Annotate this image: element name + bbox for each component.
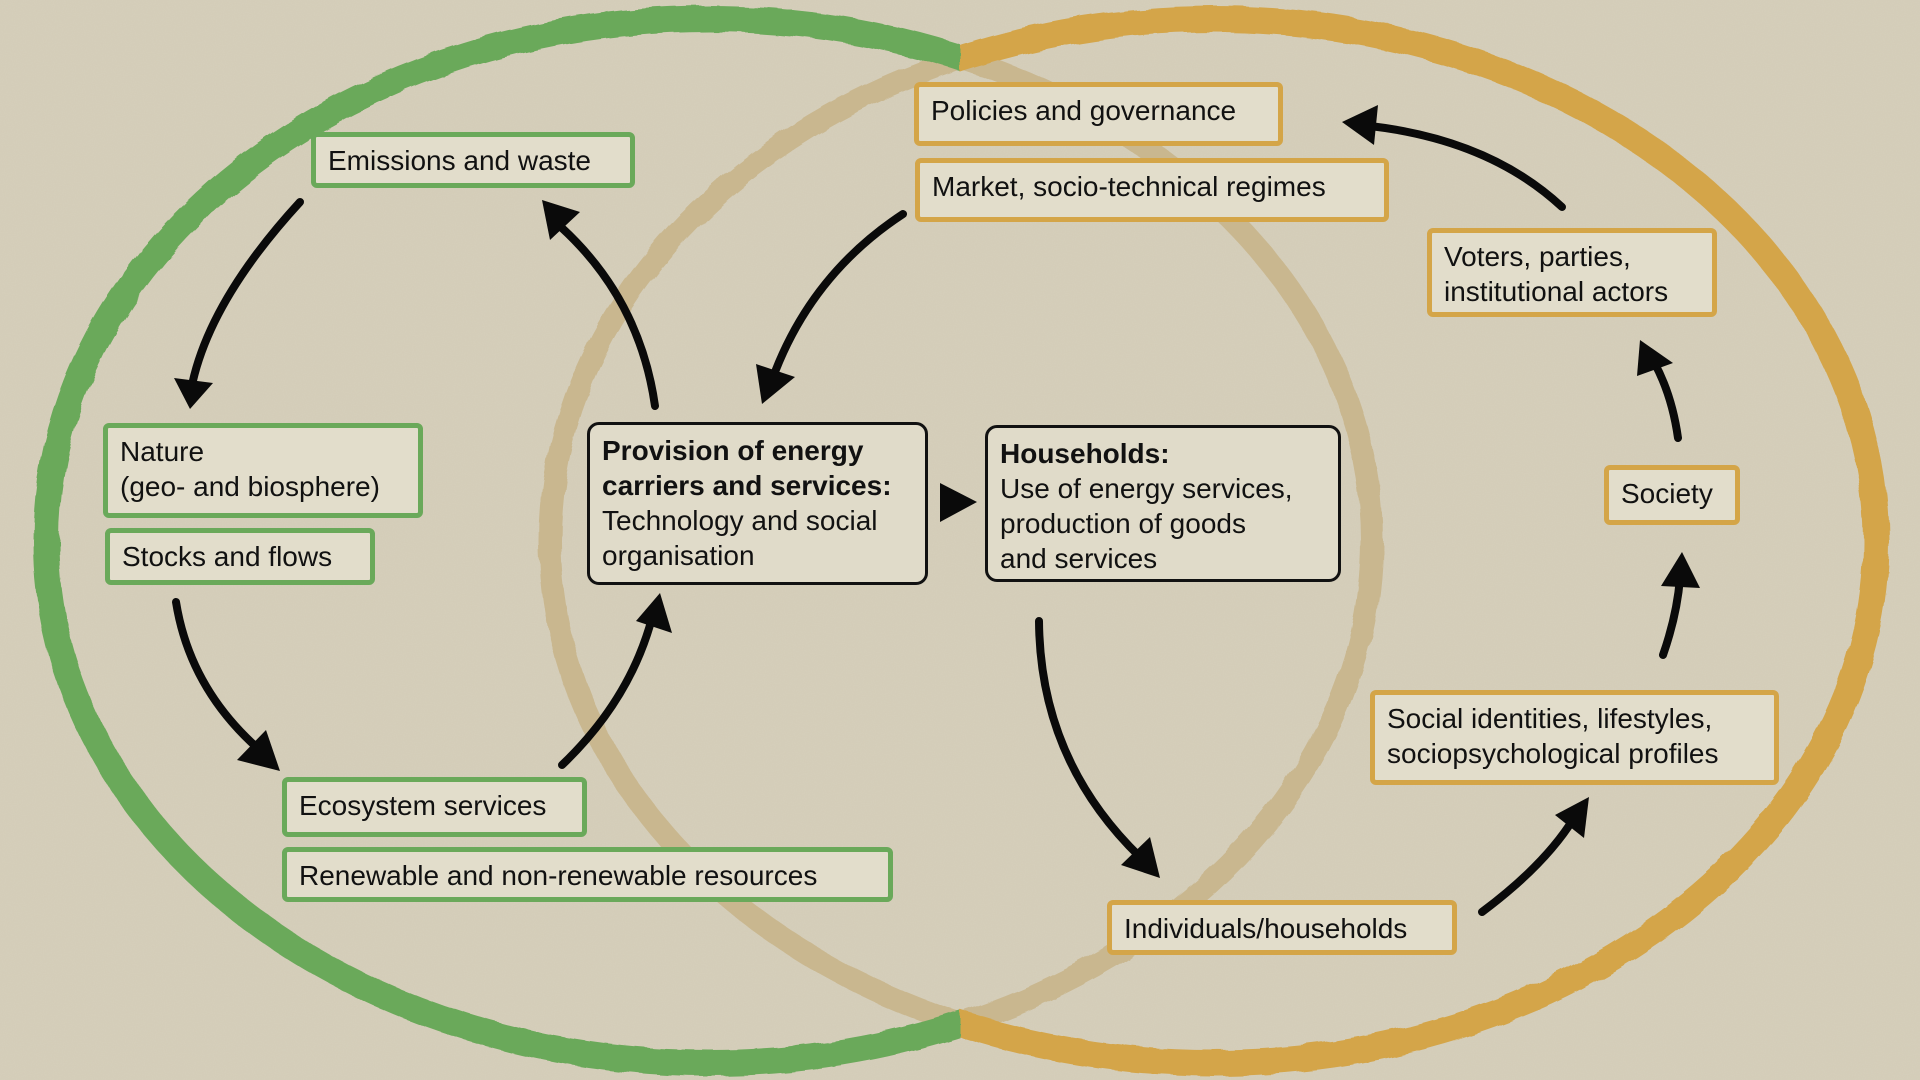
voters-box: Voters, parties, institutional actors	[1427, 228, 1717, 317]
arrowhead-social-to-society	[1661, 552, 1700, 588]
ecosystem-services-box: Ecosystem services	[282, 777, 587, 837]
market-label: Market, socio-technical regimes	[932, 171, 1326, 202]
households-title: Households:	[1000, 438, 1170, 469]
households-body-line3: and services	[1000, 543, 1158, 574]
resources-label: Renewable and non-renewable resources	[299, 860, 818, 891]
arrowhead-individuals-to-social	[1555, 797, 1589, 838]
stocks-and-flows-box: Stocks and flows	[105, 528, 375, 585]
policies-label: Policies and governance	[931, 95, 1237, 126]
market-box: Market, socio-technical regimes	[915, 158, 1389, 222]
arrow-market-to-provision	[768, 210, 907, 384]
households-body-line2: production of goods	[1000, 508, 1246, 539]
arrowhead-market-to-provision	[756, 364, 795, 404]
arrow-ecosystem-to-provision	[558, 614, 656, 769]
nature-ring	[33, 6, 960, 1076]
households-box: Households: Use of energy services, prod…	[985, 425, 1341, 582]
social-identities-box: Social identities, lifestyles, sociopsyc…	[1370, 690, 1779, 785]
provision-box: Provision of energy carriers and service…	[587, 422, 928, 585]
arrow-individuals-to-social	[1478, 814, 1578, 916]
nature-box: Nature (geo- and biosphere)	[103, 423, 423, 518]
individuals-label: Individuals/households	[1124, 913, 1408, 944]
arrowhead-voters-to-policies	[1342, 105, 1378, 145]
voters-label-line2: institutional actors	[1444, 276, 1669, 307]
social-label-line1: Social identities, lifestyles,	[1387, 703, 1713, 734]
arrowhead-households-to-individuals	[1121, 837, 1160, 878]
arrow-provision-to-emissions	[558, 224, 659, 410]
provision-title-line2: carriers and services:	[602, 470, 892, 501]
nature-label-line2: (geo- and biosphere)	[120, 471, 380, 502]
ecosystem-label: Ecosystem services	[299, 790, 547, 821]
nature-ring-faded	[960, 46, 1383, 1036]
arrowhead-emissions-to-nature	[174, 378, 213, 409]
arrowhead-stocks-to-ecosystem	[237, 730, 280, 771]
provision-body-line2: organisation	[602, 540, 755, 571]
individuals-box: Individuals/households	[1107, 900, 1457, 955]
voters-label-line1: Voters, parties,	[1444, 241, 1631, 272]
households-body-line1: Use of energy services,	[1000, 473, 1293, 504]
arrowhead-provision-to-households	[940, 483, 977, 522]
society-label: Society	[1621, 478, 1713, 509]
society-box: Society	[1604, 465, 1740, 525]
arrowhead-provision-to-emissions	[542, 200, 580, 240]
arrowhead-ecosystem-to-provision	[636, 593, 672, 633]
stocks-label: Stocks and flows	[122, 541, 333, 572]
society-ring	[960, 6, 1889, 1076]
resources-box: Renewable and non-renewable resources	[282, 847, 893, 902]
arrow-voters-to-policies	[1366, 122, 1566, 211]
arrow-households-to-individuals	[1035, 617, 1144, 861]
social-label-line2: sociopsychological profiles	[1387, 738, 1719, 769]
arrow-emissions-to-nature	[188, 198, 304, 389]
arrowhead-society-to-voters	[1637, 340, 1673, 376]
policies-box: Policies and governance	[914, 82, 1283, 146]
arrow-stocks-to-ecosystem	[172, 598, 266, 756]
nature-label-line1: Nature	[120, 436, 205, 467]
emissions-label: Emissions and waste	[328, 145, 592, 176]
provision-body-line1: Technology and social	[602, 505, 878, 536]
society-ring-faded	[539, 47, 960, 1035]
emissions-and-waste-box: Emissions and waste	[311, 132, 635, 188]
provision-title-line1: Provision of energy	[602, 435, 864, 466]
